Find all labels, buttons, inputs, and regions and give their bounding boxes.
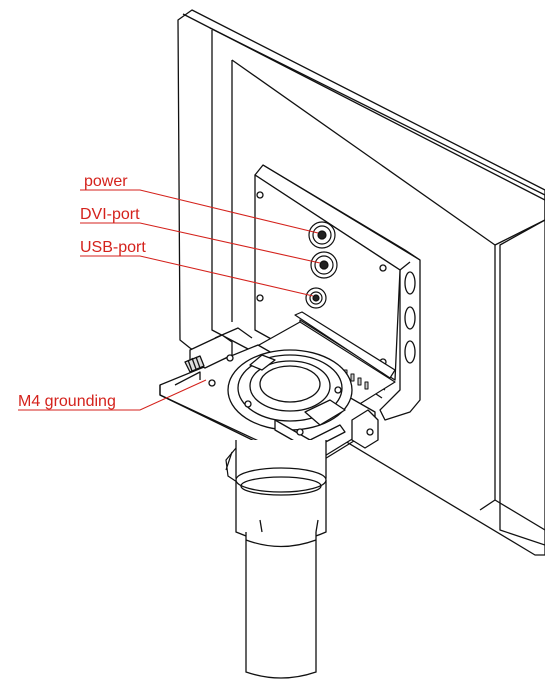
- dvi-port-label: DVI-port: [80, 206, 140, 223]
- mounting-plate: [159, 327, 379, 469]
- usb-port-label: USB-port: [80, 239, 146, 256]
- grounding-leader: [18, 379, 207, 411]
- pole-column: [235, 440, 327, 679]
- power-port: [308, 221, 336, 249]
- dvi-port: [310, 251, 338, 279]
- callout-leaders: [18, 189, 321, 411]
- power-leader: [80, 189, 319, 234]
- power-label: power: [84, 173, 128, 190]
- usb-port: [305, 287, 327, 309]
- usb-leader: [80, 255, 314, 297]
- m4-grounding-label: M4 grounding: [18, 393, 116, 410]
- dvi-leader: [80, 222, 321, 264]
- connector-ports: [305, 221, 338, 309]
